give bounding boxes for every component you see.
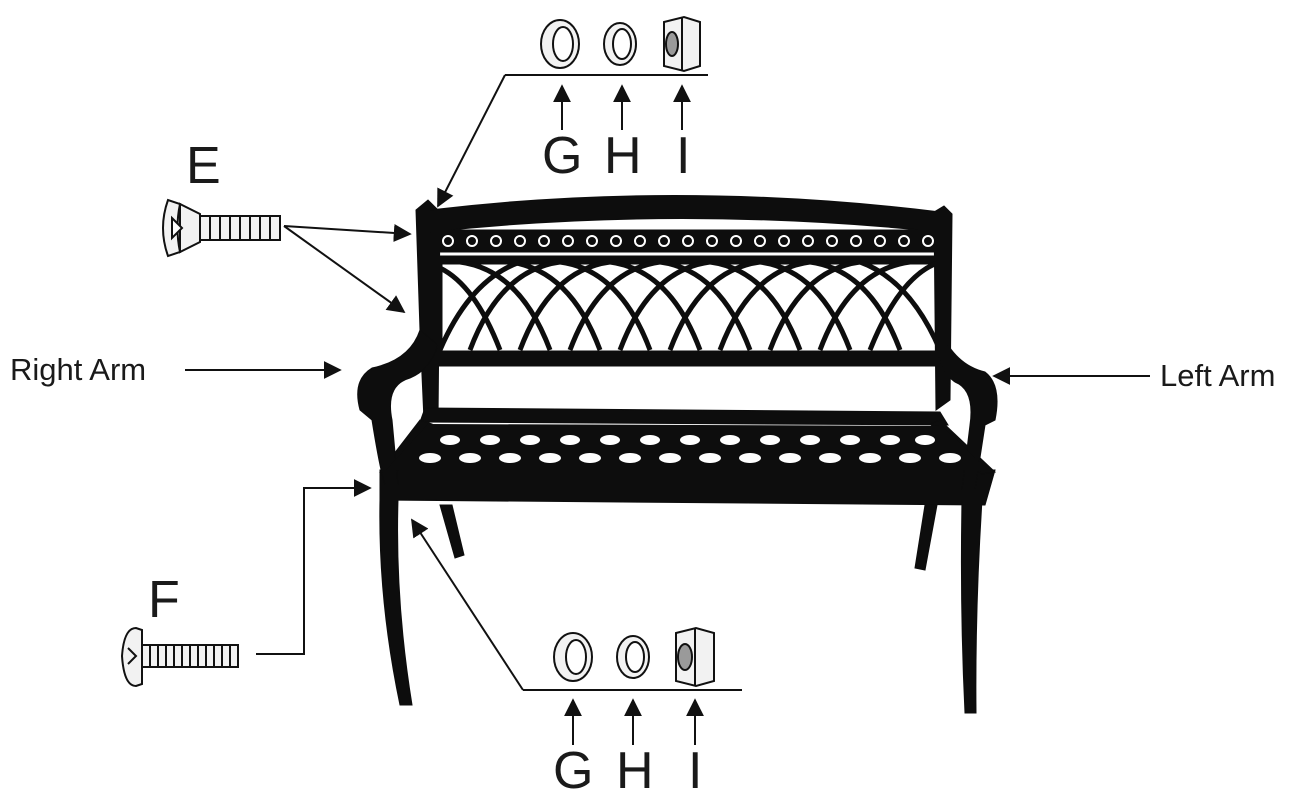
label-bottom-g: G xyxy=(553,742,594,800)
top-hardware-group xyxy=(437,15,708,208)
label-right-arm: Right Arm xyxy=(10,352,147,387)
bench-front-leg-right xyxy=(379,499,413,706)
bench-seat-openings xyxy=(419,435,961,463)
label-e: E xyxy=(186,137,221,195)
label-left-arm: Left Arm xyxy=(1160,358,1276,393)
label-bottom-i: I xyxy=(688,742,703,800)
label-top-h: H xyxy=(604,127,642,185)
label-top-i: I xyxy=(676,127,691,185)
bench-seat-lattice xyxy=(386,424,988,470)
bench-seat-back-edge xyxy=(419,407,949,426)
bench-ring-band xyxy=(431,229,941,253)
bottom-hardware-group xyxy=(411,518,742,745)
bench-seat-front xyxy=(379,469,996,506)
bench-back-lattice xyxy=(437,255,943,356)
bench-right-arm xyxy=(357,329,439,486)
screw-e-icon xyxy=(162,198,412,314)
top-washer-g-icon xyxy=(540,19,580,69)
label-bottom-h: H xyxy=(616,742,654,800)
top-nut-i-icon xyxy=(663,15,701,73)
bench-top-rail xyxy=(429,194,941,233)
bolt-f-icon xyxy=(120,479,372,688)
bench-ring-circles xyxy=(442,235,934,247)
bottom-nut-i-icon xyxy=(675,626,715,688)
label-top-g: G xyxy=(542,127,583,185)
top-lock-washer-h-icon xyxy=(603,22,637,66)
label-f: F xyxy=(148,571,180,629)
bottom-lock-washer-h-icon xyxy=(616,635,650,679)
bench-front-leg-left xyxy=(960,499,983,714)
bottom-washer-g-icon xyxy=(553,632,593,682)
